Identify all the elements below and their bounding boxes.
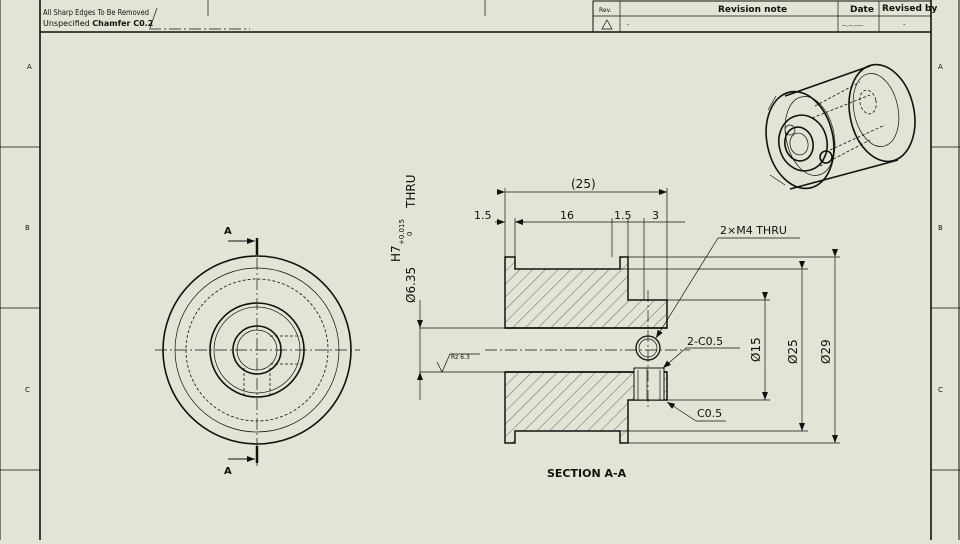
surface-roughness-symbol: Rz 6.3 bbox=[436, 353, 480, 373]
dim-flange-diameter: Ø29 bbox=[819, 339, 833, 364]
dim-flange-right: 1.5 bbox=[614, 209, 632, 222]
bore-tolerance-upper: +0.015 bbox=[398, 219, 406, 245]
dim-flange-left: 1.5 bbox=[474, 209, 492, 222]
rev-col-header: Rev. bbox=[599, 7, 612, 14]
surface-roughness-value: Rz 6.3 bbox=[451, 354, 470, 361]
revision-table: Rev. Revision note Date Revised by - --.… bbox=[592, 0, 937, 33]
bore-tolerance-lower: 0 bbox=[406, 232, 414, 236]
bore-thru-note: THRU bbox=[404, 175, 418, 209]
zone-labels: A B C A B C bbox=[25, 63, 943, 394]
zone-label-left-c: C bbox=[25, 386, 30, 394]
revised-by-header: Revised by bbox=[882, 4, 937, 14]
revision-row-revised-by: - bbox=[903, 21, 906, 29]
section-view: (25) 1.5 16 1.5 3 2×M4 THRU 2-C0.5 C0.5 bbox=[389, 175, 840, 480]
zone-label-left-b: B bbox=[25, 224, 30, 232]
dim-pitch-diameter: Ø25 bbox=[786, 339, 800, 364]
section-label-top: A bbox=[224, 226, 232, 237]
note-chamfer-value: Chamfer C0.2 bbox=[92, 19, 153, 28]
zone-label-right-a: A bbox=[938, 63, 943, 71]
dim-overall-length: (25) bbox=[571, 177, 596, 191]
chamfer-edge-callout: C0.5 bbox=[697, 407, 722, 420]
revision-row-note: - bbox=[627, 21, 630, 29]
zone-label-right-b: B bbox=[938, 224, 943, 232]
revision-row-date: --.--.---- bbox=[842, 22, 863, 29]
dim-bore-diameter: Ø6.35 bbox=[404, 267, 418, 303]
general-notes: All Sharp Edges To Be Removed Unspecifie… bbox=[43, 7, 250, 30]
isometric-view bbox=[765, 63, 916, 190]
thread-callout: 2×M4 THRU bbox=[720, 224, 787, 237]
dim-boss-diameter: Ø15 bbox=[749, 337, 763, 362]
section-label-bottom: A bbox=[224, 466, 232, 477]
date-header: Date bbox=[850, 5, 874, 15]
revision-triangle-icon bbox=[601, 19, 613, 30]
section-title: SECTION A-A bbox=[547, 467, 627, 480]
zone-label-right-c: C bbox=[938, 386, 943, 394]
front-view: A A bbox=[155, 226, 360, 477]
note-unspecified-prefix: Unspecified bbox=[43, 19, 92, 28]
bore-tolerance-class: H7 bbox=[389, 245, 403, 262]
revision-note-header: Revision note bbox=[718, 5, 787, 15]
note-unspecified-chamfer: Unspecified Chamfer C0.2 bbox=[43, 19, 153, 28]
note-sharp-edges: All Sharp Edges To Be Removed bbox=[43, 8, 149, 17]
zone-label-left-a: A bbox=[27, 63, 32, 71]
dim-hub-length: 16 bbox=[560, 209, 574, 222]
chamfer-hole-callout: 2-C0.5 bbox=[687, 335, 723, 348]
dim-boss-length: 3 bbox=[652, 209, 659, 222]
